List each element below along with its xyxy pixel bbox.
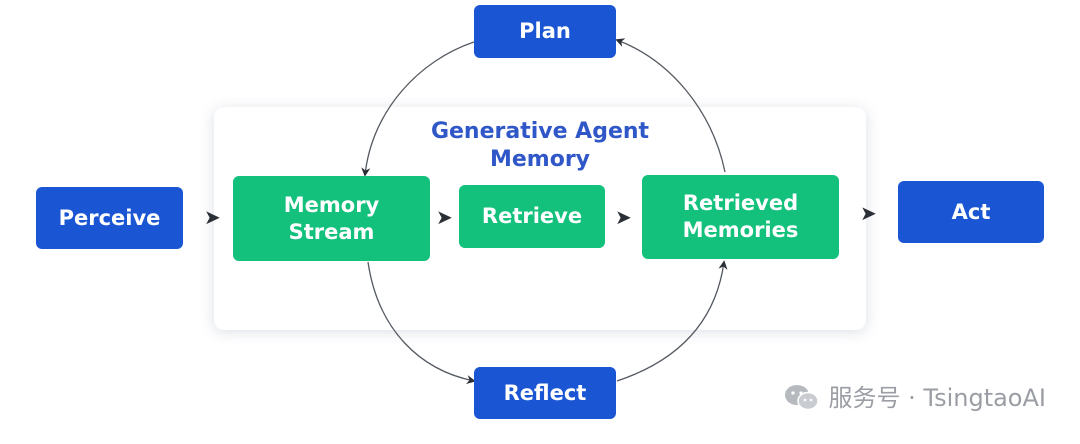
arc-memory-stream-to-reflect [367, 261, 476, 385]
node-reflect: Reflect [474, 367, 616, 419]
arrow-retrieve-to-retrieved-icon: ➤ [615, 205, 632, 229]
arrow-perceive-to-memory-icon: ➤ [204, 205, 221, 229]
node-memory-stream-label: Memory Stream [283, 192, 380, 244]
node-plan: Plan [474, 5, 616, 58]
node-perceive-label: Perceive [58, 205, 161, 230]
arc-plan-to-memory-stream [361, 41, 475, 177]
wechat-icon [784, 385, 819, 411]
node-retrieved-memories-label: Retrieved Memories [682, 191, 799, 242]
node-memory-stream: Memory Stream [233, 176, 430, 261]
arc-retrieved-to-plan [615, 38, 726, 173]
node-retrieve: Retrieve [459, 185, 605, 248]
arc-reflect-to-retrieved [616, 260, 728, 382]
node-retrieved-memories: Retrieved Memories [642, 175, 839, 259]
node-act: Act [898, 181, 1044, 243]
node-plan-label: Plan [519, 19, 571, 43]
node-act-label: Act [951, 199, 991, 224]
arrow-retrieved-to-act-icon: ➤ [860, 201, 877, 225]
node-reflect-label: Reflect [503, 380, 587, 405]
node-perceive: Perceive [36, 187, 183, 249]
node-retrieve-label: Retrieve [481, 204, 583, 228]
arrow-memory-to-retrieve-icon: ➤ [436, 205, 453, 229]
panel-title: Generative Agent Memory [430, 119, 650, 172]
watermark: 服务号 · TsingtaoAI [783, 383, 1047, 413]
watermark-text: 服务号 · TsingtaoAI [828, 384, 1047, 412]
